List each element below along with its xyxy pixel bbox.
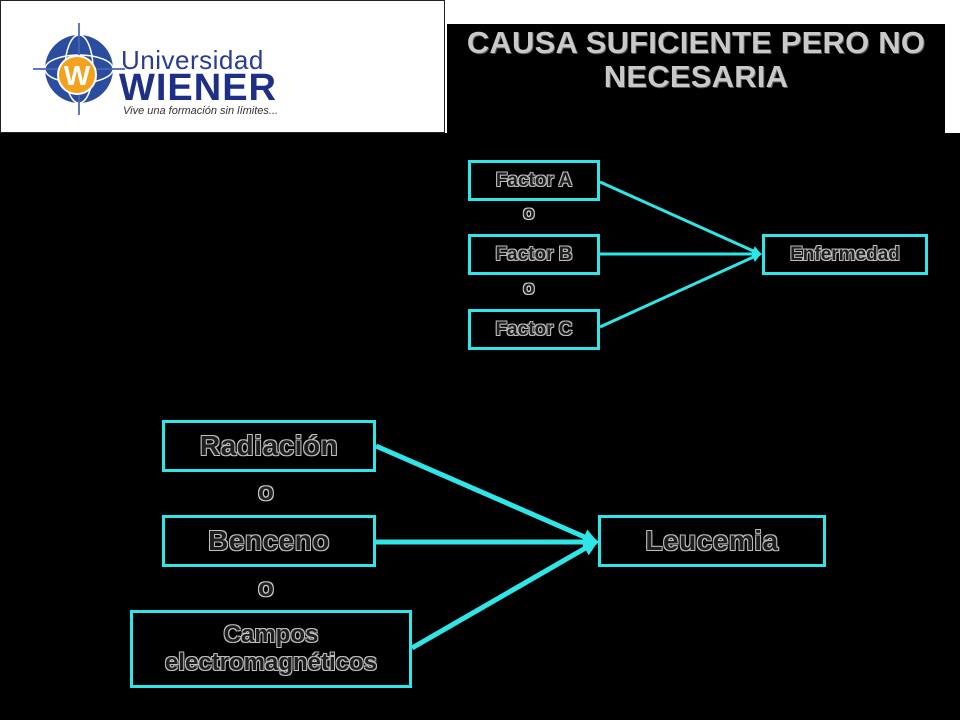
arrow-radiacion <box>375 443 599 545</box>
slide-title: CAUSA SUFICIENTE PERO NO NECESARIA <box>447 24 945 133</box>
leucemia-label: Leucemia <box>645 525 779 556</box>
arrow-campos <box>410 539 599 651</box>
benceno-label: Benceno <box>208 525 330 556</box>
factor-c-box: Factor C <box>468 309 600 350</box>
arrow-factor-c <box>599 252 762 329</box>
campos-box: Campos electromagnéticos <box>130 610 412 688</box>
connector-or-1: o <box>523 203 535 224</box>
radiacion-box: Radiación <box>162 420 376 472</box>
factor-a-box: Factor A <box>468 160 600 201</box>
connector-or-3: o <box>258 476 274 506</box>
connector-or-2: o <box>523 278 535 299</box>
university-logo: W Universidad WIENER Vive una formación … <box>0 0 445 133</box>
arrow-factor-a <box>599 180 762 256</box>
enfermedad-box: Enfermedad <box>762 234 928 275</box>
logo-name-line2: WIENER <box>119 67 277 109</box>
factor-b-label: Factor B <box>495 243 573 265</box>
globe-w-logo-icon: W <box>33 23 125 115</box>
leucemia-box: Leucemia <box>598 515 826 567</box>
enfermedad-label: Enfermedad <box>790 243 900 265</box>
radiacion-label: Radiación <box>199 430 339 461</box>
svg-text:W: W <box>64 60 91 91</box>
connector-or-4: o <box>258 572 274 602</box>
slide-title-text: CAUSA SUFICIENTE PERO NO NECESARIA <box>466 25 926 94</box>
factor-a-label: Factor A <box>495 169 573 191</box>
logo-name-line1: Universidad <box>121 45 264 75</box>
logo-tagline: Vive una formación sin límites... <box>123 105 279 117</box>
benceno-box: Benceno <box>162 515 376 567</box>
factor-c-label: Factor C <box>495 318 573 340</box>
campos-label: Campos electromagnéticos <box>164 621 378 676</box>
factor-b-box: Factor B <box>468 234 600 275</box>
